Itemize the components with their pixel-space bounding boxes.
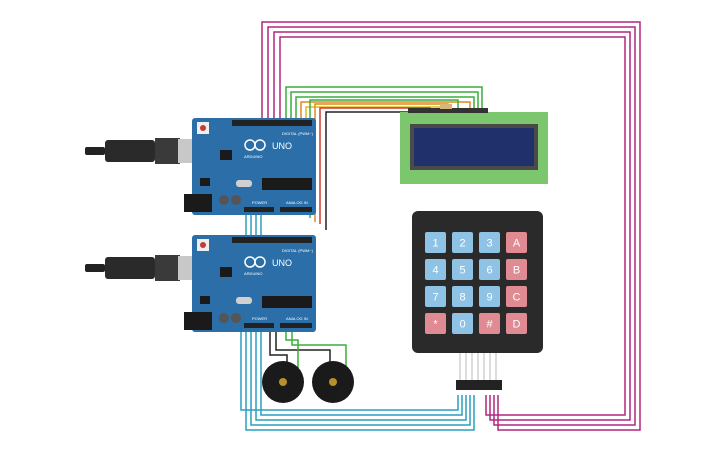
- key-label: 6: [486, 265, 492, 277]
- board-model: UNO: [272, 141, 292, 151]
- key-9[interactable]: 9: [479, 286, 500, 307]
- key-label: A: [513, 238, 521, 250]
- wire-orange-1[interactable]: [300, 101, 471, 120]
- key-B[interactable]: B: [506, 259, 527, 280]
- board-brand: ARDUINO: [244, 154, 262, 159]
- analog-label: ANALOG IN: [286, 200, 308, 205]
- wire-cyan-2[interactable]: [250, 240, 471, 426]
- key-label: 8: [459, 292, 465, 304]
- board-model: UNO: [272, 258, 292, 268]
- key-label: 1: [432, 238, 438, 250]
- power-jack: [184, 312, 212, 330]
- wire-magenta-1[interactable]: [261, 21, 641, 431]
- wire-green-buzzer[interactable]: [291, 320, 347, 370]
- key-label: 2: [459, 238, 465, 250]
- key-4[interactable]: 4: [425, 259, 446, 280]
- board-brand: ARDUINO: [244, 271, 262, 276]
- lcd-pin-header: [408, 108, 488, 113]
- key-1[interactable]: 1: [425, 232, 446, 253]
- key-6[interactable]: 6: [479, 259, 500, 280]
- power-header: [244, 323, 274, 328]
- power-label: POWER: [252, 316, 267, 321]
- key-7[interactable]: 7: [425, 286, 446, 307]
- microcontroller-chip: [262, 296, 312, 308]
- key-label: 7: [432, 292, 438, 304]
- key-label: 4: [432, 265, 438, 277]
- key-label: C: [513, 292, 521, 304]
- key-label: 0: [459, 319, 465, 331]
- key-label: D: [513, 319, 521, 331]
- buzzer-1[interactable]: [262, 361, 304, 403]
- analog-header: [280, 207, 312, 212]
- wire-magenta-4[interactable]: [279, 36, 626, 416]
- wire-green-1[interactable]: [285, 86, 483, 120]
- key-label: B: [513, 265, 520, 277]
- key-#[interactable]: #: [479, 313, 500, 334]
- digital-header: [232, 237, 312, 243]
- analog-header: [280, 323, 312, 328]
- keypad-connector: [456, 380, 502, 390]
- key-label: 3: [486, 238, 492, 250]
- usb-cable-2[interactable]: [85, 255, 200, 281]
- key-*[interactable]: *: [425, 313, 446, 334]
- key-D[interactable]: D: [506, 313, 527, 334]
- key-A[interactable]: A: [506, 232, 527, 253]
- keypad[interactable]: 1 2 3 A 4 5 6 B 7 8 9 C * 0 # D: [412, 211, 543, 390]
- lcd-display[interactable]: [400, 104, 548, 184]
- key-C[interactable]: C: [506, 286, 527, 307]
- digital-label: DIGITAL (PWM~): [282, 248, 314, 253]
- power-jack: [184, 194, 212, 212]
- key-0[interactable]: 0: [452, 313, 473, 334]
- key-label: #: [486, 319, 493, 331]
- digital-label: DIGITAL (PWM~): [282, 131, 314, 136]
- resistor: [440, 104, 452, 109]
- arduino-board-1[interactable]: DIGITAL (PWM~) UNO ARDUINO POWER ANALOG …: [184, 118, 316, 215]
- keypad-ribbon: [459, 353, 497, 380]
- wire-cyan-1[interactable]: [245, 240, 475, 431]
- arduino-logo-icon: [244, 256, 266, 268]
- key-3[interactable]: 3: [479, 232, 500, 253]
- buzzer-2[interactable]: [312, 361, 354, 403]
- usb-cable-1[interactable]: [85, 138, 200, 164]
- key-2[interactable]: 2: [452, 232, 473, 253]
- arduino-board-2[interactable]: DIGITAL (PWM~) UNO ARDUINO POWER ANALOG …: [184, 235, 316, 332]
- key-label: 5: [459, 265, 465, 277]
- keypad-keys: 1 2 3 A 4 5 6 B 7 8 9 C * 0 # D: [425, 232, 527, 334]
- power-label: POWER: [252, 200, 267, 205]
- key-8[interactable]: 8: [452, 286, 473, 307]
- wire-green-2[interactable]: [290, 91, 479, 120]
- wire-black-1[interactable]: [325, 111, 416, 230]
- microcontroller-chip: [262, 178, 312, 190]
- key-label: *: [433, 319, 438, 331]
- key-5[interactable]: 5: [452, 259, 473, 280]
- power-header: [244, 207, 274, 212]
- wire-magenta-3[interactable]: [273, 31, 631, 421]
- wire-green-3[interactable]: [295, 96, 475, 120]
- arduino-logo-icon: [244, 139, 266, 151]
- digital-header: [232, 120, 312, 126]
- analog-label: ANALOG IN: [286, 316, 308, 321]
- wire-black-buzzer-2[interactable]: [275, 320, 331, 370]
- key-label: 9: [486, 292, 492, 304]
